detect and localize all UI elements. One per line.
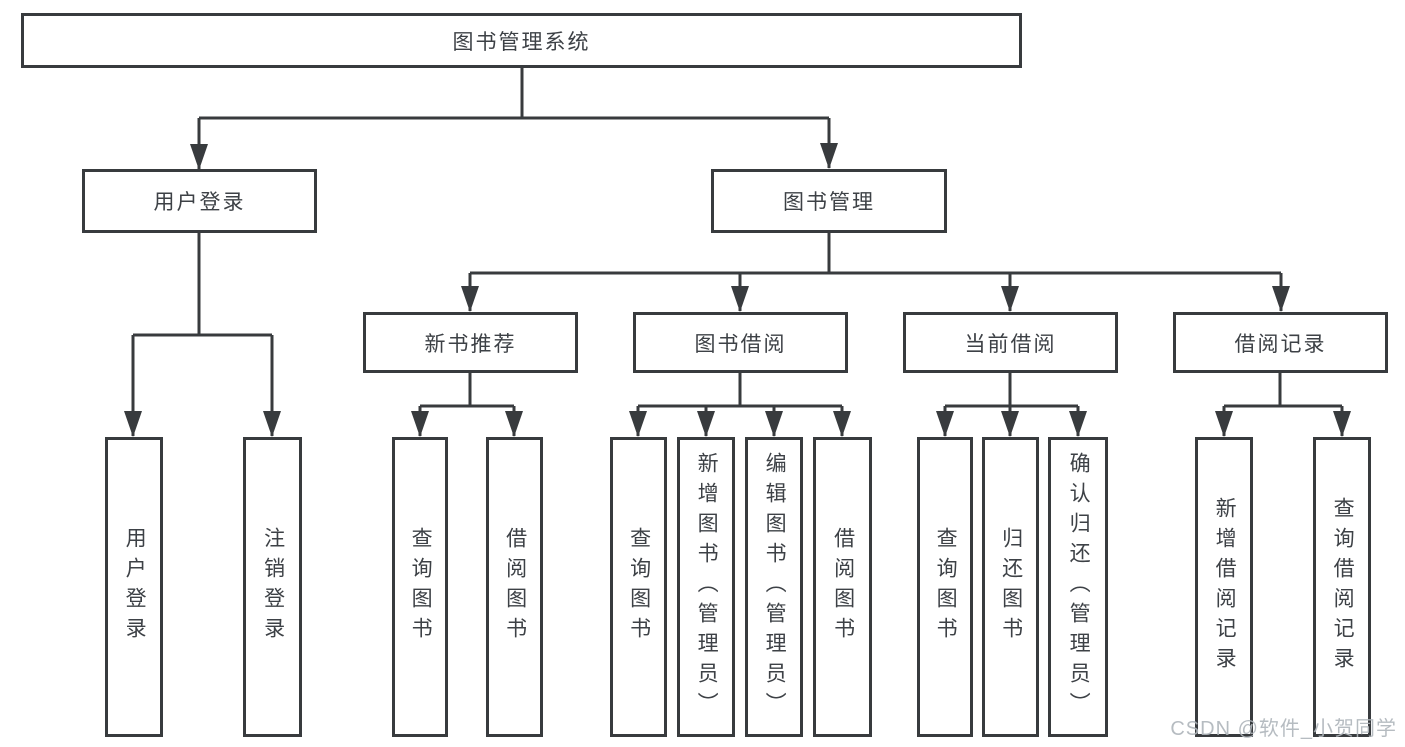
leaf-logout-label: 注销登录 [261,527,285,647]
leaf-user-login: 用户登录 [105,437,163,737]
group-borrow-records: 借阅记录 [1173,312,1388,373]
group-book-borrow-label: 图书借阅 [694,332,787,356]
leaf-borrow-books-label: 借阅图书 [831,527,855,647]
branch-book-management-label: 图书管理 [783,191,875,214]
leaf-query-books-current-label: 查询图书 [934,527,958,647]
branch-user-login-label: 用户登录 [153,191,246,214]
leaf-query-borrow-record: 查询借阅记录 [1313,437,1371,737]
group-current-borrow: 当前借阅 [903,312,1118,373]
leaf-add-borrow-record-label: 新增借阅记录 [1213,497,1237,677]
branch-book-management: 图书管理 [711,169,947,233]
leaf-query-borrow-record-label: 查询借阅记录 [1331,497,1355,677]
leaf-query-books-recommend: 查询图书 [392,437,448,737]
leaf-query-books-borrow: 查询图书 [610,437,667,737]
node-root: 图书管理系统 [21,13,1022,68]
leaf-add-book-admin-label: 新增图书（管理员） [695,452,719,722]
leaf-confirm-return-admin: 确认归还（管理员） [1048,437,1108,737]
group-current-borrow-label: 当前借阅 [964,332,1057,356]
leaf-return-book: 归还图书 [982,437,1039,737]
leaf-edit-book-admin-label: 编辑图书（管理员） [763,452,787,722]
branch-user-login: 用户登录 [82,169,317,233]
leaf-borrow-books: 借阅图书 [813,437,872,737]
leaf-add-borrow-record: 新增借阅记录 [1195,437,1253,737]
leaf-confirm-return-admin-label: 确认归还（管理员） [1067,452,1091,722]
leaf-query-books-borrow-label: 查询图书 [627,527,651,647]
leaf-logout: 注销登录 [243,437,302,737]
node-root-label: 图书管理系统 [452,30,591,54]
group-new-book-recommend-label: 新书推荐 [424,332,517,356]
leaf-borrow-books-recommend-label: 借阅图书 [503,527,527,647]
leaf-borrow-books-recommend: 借阅图书 [486,437,543,737]
leaf-edit-book-admin: 编辑图书（管理员） [745,437,803,737]
group-new-book-recommend: 新书推荐 [363,312,578,373]
leaf-return-book-label: 归还图书 [999,527,1023,647]
group-book-borrow: 图书借阅 [633,312,848,373]
leaf-query-books-current: 查询图书 [917,437,973,737]
leaf-add-book-admin: 新增图书（管理员） [677,437,735,737]
leaf-user-login-label: 用户登录 [123,527,147,647]
leaf-query-books-recommend-label: 查询图书 [409,527,433,647]
group-borrow-records-label: 借阅记录 [1234,332,1327,356]
